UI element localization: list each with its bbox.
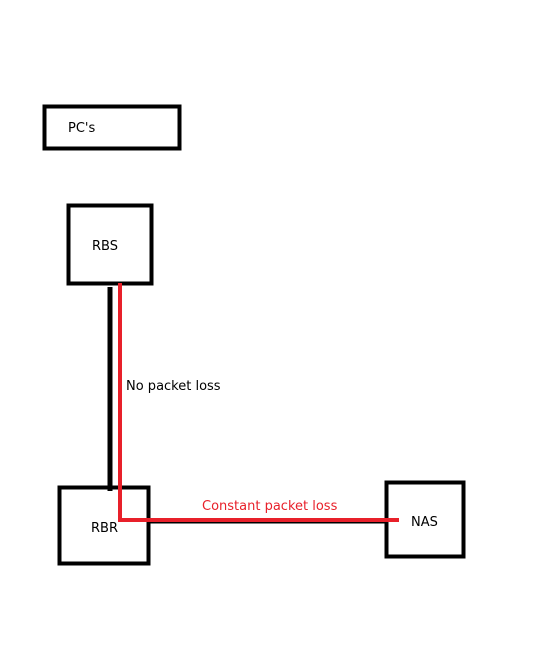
pcs-label: PC's (68, 121, 96, 136)
pcs-box (42, 104, 182, 151)
rbs-label: RBS (92, 239, 118, 254)
constant-packet-loss-label: Constant packet loss (202, 499, 338, 514)
no-packet-loss-label: No packet loss (126, 379, 221, 394)
nas-box (384, 480, 466, 559)
rbr-box (57, 485, 151, 566)
nas-label: NAS (411, 515, 438, 530)
rbs-nas-red-path (118, 283, 399, 522)
rbs-box (66, 203, 154, 286)
rbr-label: RBR (91, 521, 118, 536)
